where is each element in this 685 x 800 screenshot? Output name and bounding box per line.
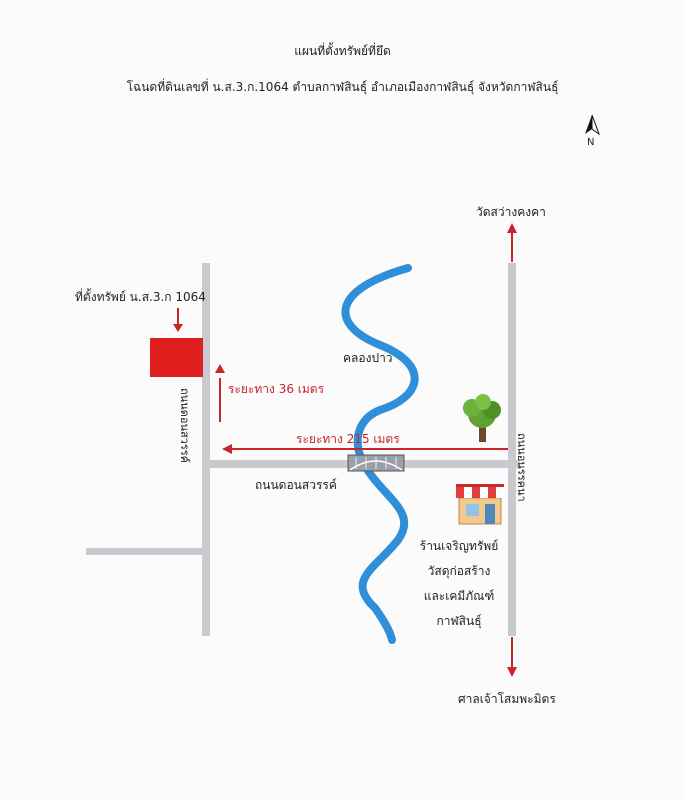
shop-label-line: ร้านเจริญทรัพย์: [419, 539, 499, 553]
compass-label: N: [587, 137, 595, 148]
right-road-label: ถนนอนรรคนา: [515, 433, 528, 502]
shop-label-line: กาฬสินธุ์: [436, 614, 482, 628]
bridge-icon: [347, 454, 405, 472]
property-arrow-icon: [173, 324, 183, 332]
map-subtitle: โฉนดที่ดินเลขที่ น.ส.3.ก.1064 ตำบลกาฬสิน…: [126, 80, 559, 94]
shop-label-line: วัสดุก่อสร้าง: [427, 564, 491, 578]
map-title: แผนที่ตั้งทรัพย์ที่ยึด: [294, 44, 391, 58]
west-spur-road: [86, 548, 206, 555]
up-arrow-icon: [215, 364, 225, 373]
shop-icon: [456, 484, 504, 525]
property-label: ที่ตั้งทรัพย์ น.ส.3.ก 1064: [75, 290, 206, 304]
horizontal-road-label: ถนนดอนสวรรค์: [255, 478, 337, 492]
property-marker: [150, 338, 203, 377]
north-landmark-label: วัดสว่างคงคา: [476, 205, 546, 219]
left-vertical-road: [202, 263, 210, 636]
distance-36m-label: ระยะทาง 36 เมตร: [228, 382, 325, 396]
shop-label-line: และเคมีภัณฑ์: [423, 589, 495, 603]
left-arrow-icon: [222, 444, 232, 454]
left-road-label: ถนนดอนสวรรค์: [178, 388, 191, 464]
shop-label: ร้านเจริญทรัพย์ วัสดุก่อสร้าง และเคมีภัณ…: [404, 534, 514, 634]
south-arrow-icon: [507, 667, 517, 677]
canal-label: คลองปาว: [343, 351, 393, 365]
north-arrow-icon: [507, 223, 517, 233]
right-vertical-road: [508, 263, 516, 636]
south-landmark-label: ศาลเจ้าโสมพะมิตร: [458, 692, 556, 706]
tree-icon: [463, 394, 501, 442]
distance-215m-label: ระยะทาง 215 เมตร: [296, 432, 400, 446]
